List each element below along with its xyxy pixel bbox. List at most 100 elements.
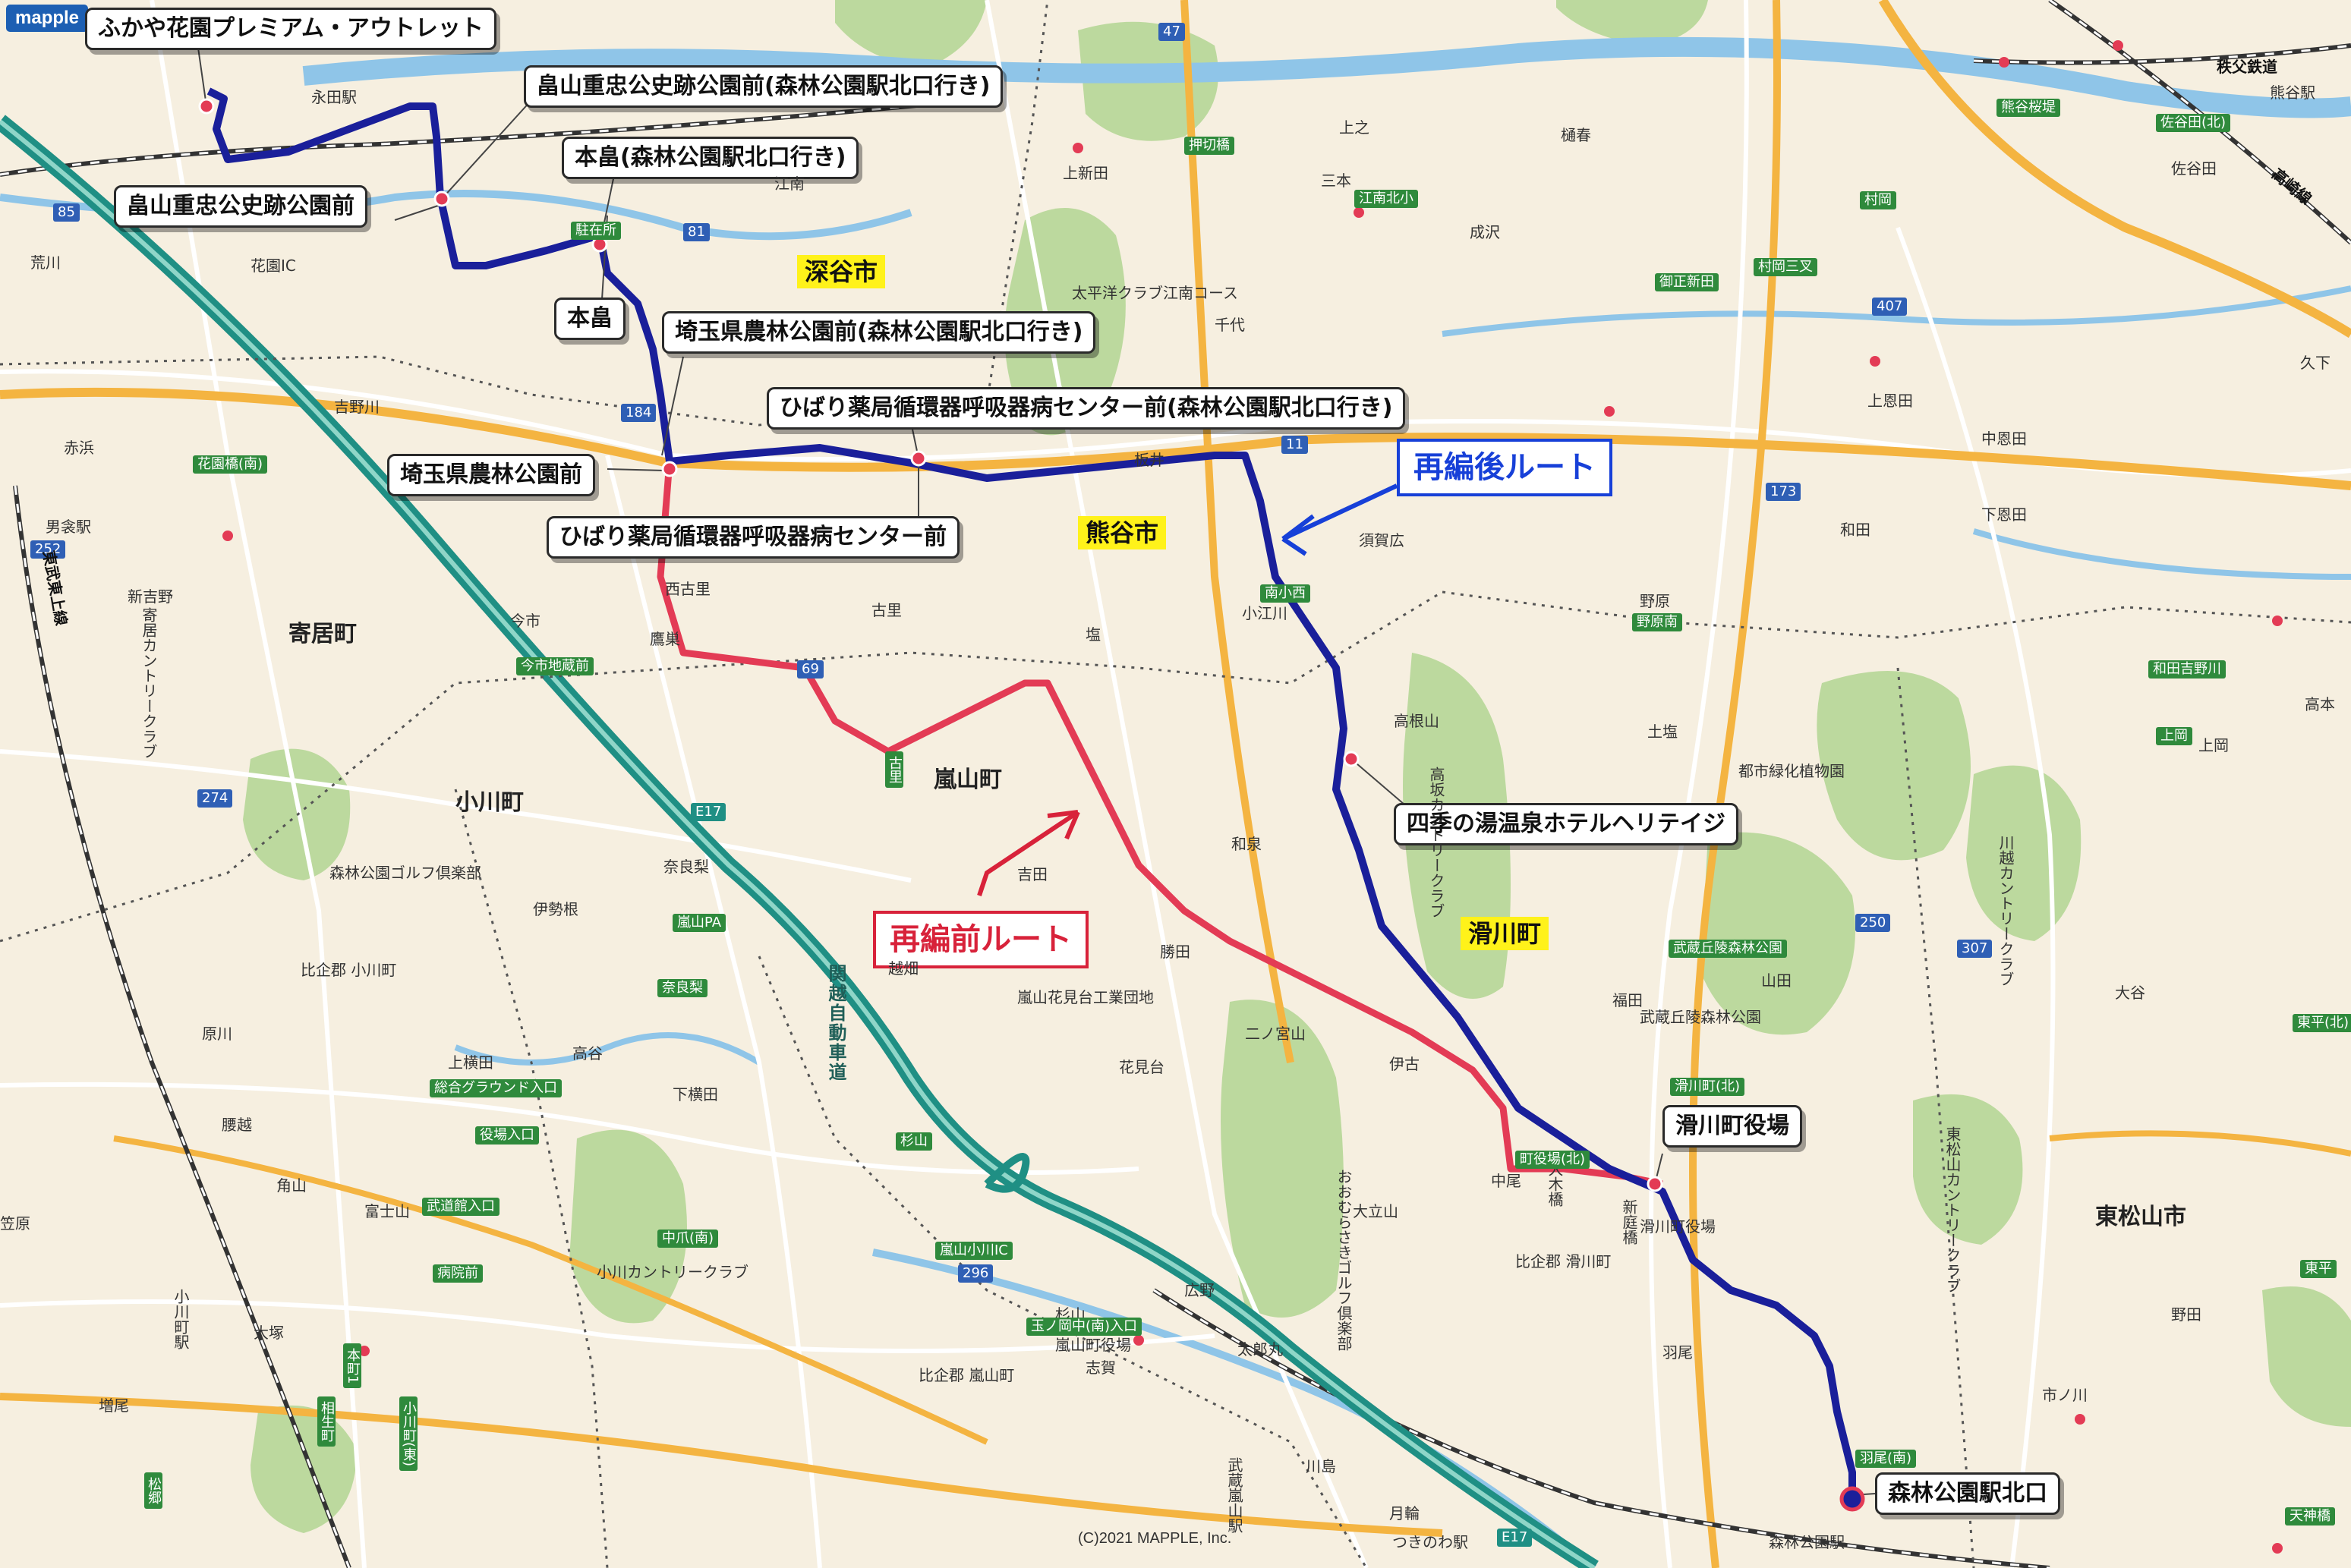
place-label: 増尾 xyxy=(99,1396,129,1415)
route-shield: 173 xyxy=(1766,483,1801,501)
stop-callout-shinrinkoen[interactable]: 森林公園駅北口 xyxy=(1875,1472,2060,1515)
road-sign: 総合グラウンド入口 xyxy=(430,1079,562,1097)
road-sign: 滑川町(北) xyxy=(1670,1078,1745,1096)
place-label: 新吉野 xyxy=(128,587,173,606)
road-sign: 野原南 xyxy=(1632,613,1682,631)
place-label: 滑川町役場 xyxy=(1640,1217,1716,1236)
road-sign: 東平 xyxy=(2300,1260,2337,1278)
route-shield: 307 xyxy=(1957,940,1993,958)
route-shield: 250 xyxy=(1855,914,1891,932)
place-label: 赤浜 xyxy=(64,439,94,457)
rail-label-chichibu: 秩父鉄道 xyxy=(2217,58,2277,76)
place-label: 越畑 xyxy=(888,959,919,978)
route-shield: 47 xyxy=(1158,23,1185,41)
road-sign: 江南北小 xyxy=(1354,190,1418,208)
town-label-ranzan: 嵐山町 xyxy=(934,767,1002,793)
stop-callout-motohata[interactable]: 本畠 xyxy=(554,298,626,340)
place-label: 新庭橋 xyxy=(1620,1199,1638,1245)
place-label: 上新田 xyxy=(1063,164,1108,182)
place-label: 角山 xyxy=(276,1176,307,1195)
place-label: 嵐山町役場 xyxy=(1055,1336,1131,1354)
road-sign: 村岡 xyxy=(1860,191,1896,209)
road-sign: 小川町(東) xyxy=(399,1396,418,1472)
expressway-core xyxy=(0,119,1596,1568)
road-sign: 武蔵丘陵森林公園 xyxy=(1669,940,1787,958)
road-sign: 武道館入口 xyxy=(422,1198,500,1216)
place-label: 荒川 xyxy=(30,253,61,272)
road-sign: 和田吉野川 xyxy=(2148,660,2226,679)
route-after-label: 再編後ルート xyxy=(1397,439,1612,496)
stop-callout-motohata-bound[interactable]: 本畠(森林公園駅北口行き) xyxy=(562,137,859,179)
stop-callout-norin[interactable]: 埼玉県農林公園前 xyxy=(387,454,595,496)
place-label: 花見台 xyxy=(1119,1058,1164,1076)
place-label: 小川町駅 xyxy=(172,1289,190,1349)
stop-callout-hatakeyama-bound[interactable]: 畠山重忠公史跡公園前(森林公園駅北口行き) xyxy=(524,65,1004,108)
place-label: 小江川 xyxy=(1242,604,1287,622)
expressway-ic xyxy=(984,1153,1030,1193)
place-label: 花園IC xyxy=(251,257,296,275)
place-label: 鷹巣 xyxy=(650,630,680,648)
place-label: 伊勢根 xyxy=(533,900,578,918)
place-label: 塩 xyxy=(1086,625,1101,644)
route-shield: 11 xyxy=(1281,436,1308,454)
place-label: 成沢 xyxy=(1470,223,1500,241)
place-label: 男衾駅 xyxy=(46,518,91,536)
place-label: 中尾 xyxy=(1491,1172,1521,1190)
road-sign: 病院前 xyxy=(433,1264,483,1283)
stop-callout-hibari-bound[interactable]: ひばり薬局循環器呼吸器病センター前(森林公園駅北口行き) xyxy=(767,387,1406,430)
stop-callout-namegawa-office[interactable]: 滑川町役場 xyxy=(1662,1105,1802,1148)
road-sign: 嵐山小川IC xyxy=(935,1242,1013,1260)
road-sign: 杉山 xyxy=(896,1132,932,1151)
stop-callout-norin-bound[interactable]: 埼玉県農林公園前(森林公園駅北口行き) xyxy=(662,311,1096,354)
place-label: 江南 xyxy=(774,175,805,193)
golf-label: おおむらさきゴルフ倶楽部 xyxy=(1335,1169,1353,1351)
place-label: 三本 xyxy=(1321,172,1351,190)
place-label: 腰越 xyxy=(222,1116,252,1134)
stop-callout-hatakeyama[interactable]: 畠山重忠公史跡公園前 xyxy=(114,185,367,228)
place-label: 熊谷駅 xyxy=(2270,83,2315,102)
golf-label: 寄居カントリークラブ xyxy=(140,607,158,759)
place-label: 原川 xyxy=(202,1025,232,1043)
place-label: つきのわ駅 xyxy=(1392,1533,1468,1551)
road-sign: 熊谷桜堤 xyxy=(1996,99,2060,117)
stop-callout-shikinoyu[interactable]: 四季の湯温泉ホテルヘリテイジ xyxy=(1394,803,1738,845)
place-label: 下横田 xyxy=(673,1085,718,1104)
road-sign: 本町1 xyxy=(343,1343,361,1389)
place-label: 月輪 xyxy=(1389,1504,1420,1522)
place-label: 板井 xyxy=(1134,451,1164,469)
golf-label: 川越カントリークラブ xyxy=(1996,835,2015,987)
place-label: 山田 xyxy=(1761,971,1792,990)
road-sign: 今市地蔵前 xyxy=(516,657,594,675)
place-label: 中恩田 xyxy=(1981,430,2027,448)
place-label: 野田 xyxy=(2171,1305,2201,1324)
golf-label: 森林公園ゴルフ倶楽部 xyxy=(329,864,481,882)
expressway-code-label: E17 xyxy=(691,803,726,821)
place-label: 高本 xyxy=(2305,695,2335,713)
road-sign: 町役場(北) xyxy=(1515,1151,1590,1169)
route-shield: 69 xyxy=(797,660,824,679)
golf-label: 高坂カントリークラブ xyxy=(1427,767,1445,918)
place-label: 奈良梨 xyxy=(663,858,709,876)
road-sign: 天神橋 xyxy=(2285,1507,2335,1525)
route-before-line xyxy=(657,461,1663,1188)
town-label-ogawa: 小川町 xyxy=(455,789,524,816)
road-sign: 中爪(南) xyxy=(657,1230,719,1248)
stop-callout-outlet[interactable]: ふかや花園プレミアム・アウトレット xyxy=(85,8,496,50)
place-label: 久下 xyxy=(2300,354,2331,372)
road-sign: 南小西 xyxy=(1260,584,1310,603)
place-label: 下恩田 xyxy=(1981,505,2027,524)
place-label: 吉野川 xyxy=(334,398,380,416)
place-label: 上岡 xyxy=(2198,736,2229,754)
place-label: 市ノ川 xyxy=(2042,1386,2088,1404)
place-label: 上之 xyxy=(1339,118,1369,137)
road-sign: 松郷 xyxy=(144,1472,162,1509)
place-label: 千代 xyxy=(1215,316,1245,334)
place-label: 吉田 xyxy=(1017,865,1048,883)
route-shield: 274 xyxy=(197,789,233,808)
stop-callout-hibari[interactable]: ひばり薬局循環器呼吸器病センター前 xyxy=(547,516,960,559)
road-sign: 嵐山PA xyxy=(673,914,726,932)
place-label: 笠原 xyxy=(0,1214,30,1233)
